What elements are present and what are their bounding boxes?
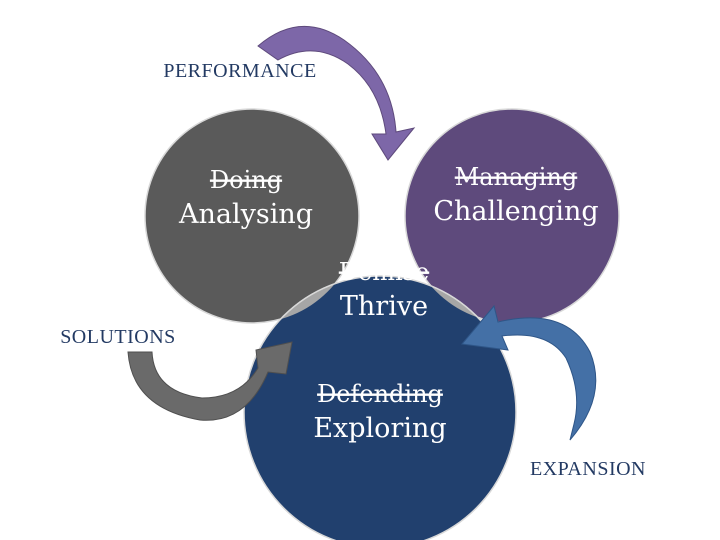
center-label: Thrive: [340, 291, 428, 322]
center-struck-label: Demise: [339, 258, 429, 286]
solutions-label: SOLUTIONS: [60, 326, 176, 348]
expansion-arrow: [461, 304, 597, 441]
right-label: Challenging: [433, 196, 598, 227]
circle-bottom: [243, 275, 517, 540]
bottom-struck-label: Defending: [317, 380, 443, 408]
bottom-label: Exploring: [313, 413, 446, 444]
expansion-label: EXPANSION: [530, 458, 646, 480]
performance-label: PERFORMANCE: [163, 60, 316, 82]
left-struck-label: Doing: [210, 166, 282, 194]
left-label: Analysing: [178, 199, 313, 230]
solutions-arrow: [127, 341, 293, 421]
performance-arrow: [257, 25, 416, 161]
circle-left: [144, 108, 360, 324]
right-struck-label: Managing: [455, 163, 578, 191]
